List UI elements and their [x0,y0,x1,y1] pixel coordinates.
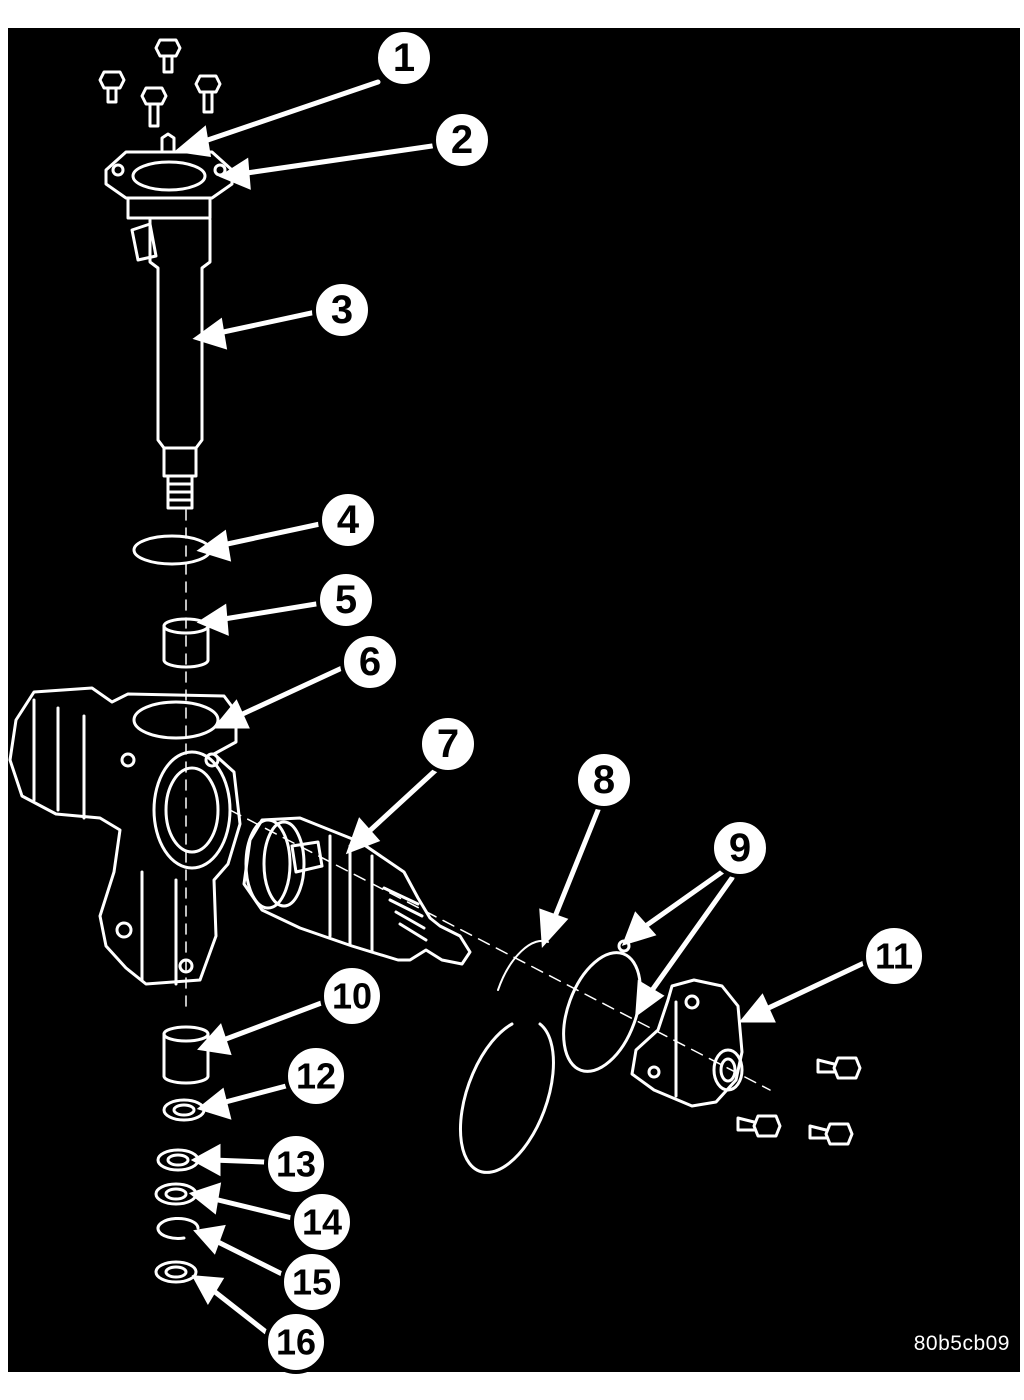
callout-4-label: 4 [337,498,360,542]
arrowhead [192,317,228,350]
arrowhead [174,125,212,157]
input-shaft [148,218,212,510]
valve-cap [104,132,234,262]
leader-arrow-1 [193,79,381,147]
callout-10-label: 10 [332,976,372,1017]
arrowhead [212,699,250,729]
callout-3-label: 3 [331,288,353,332]
leader-arrow-13 [209,1157,267,1165]
bolt [736,1114,782,1138]
callout-13-label: 13 [276,1144,316,1185]
callout-1-label: 1 [393,36,415,80]
top-bolts [98,38,222,128]
callout-2: 2 [432,110,492,170]
callout-11-label: 11 [875,936,913,977]
callout-5: 5 [316,570,376,630]
callout-12-label: 12 [296,1056,336,1097]
bolt [154,38,182,74]
callout-4: 4 [318,490,378,550]
retaining-ring-15 [156,1216,200,1240]
arrowhead [738,993,776,1023]
arrowhead [196,529,232,562]
arrowhead [635,979,665,1018]
leader-arrow-5 [215,601,319,623]
callout-15: 15 [280,1250,344,1314]
leader-arrow-8 [549,807,601,927]
bolt [194,74,222,114]
leader-arrow-11 [757,959,869,1015]
bolt [816,1056,862,1080]
callout-2-label: 2 [451,118,473,162]
arrowhead [197,1023,232,1056]
end-cap-11 [630,978,744,1108]
leader-arrow-4 [215,521,323,549]
dust-seal-16 [154,1260,198,1284]
callout-12: 12 [284,1044,348,1108]
leader-arrows [174,79,869,1335]
figure-code: 80b5cb09 [913,1332,1010,1355]
callout-1: 1 [374,28,434,88]
leader-arrow-16 [207,1285,269,1335]
arrowhead [196,1087,232,1120]
arrowhead [188,1182,222,1215]
callout-15-label: 15 [292,1262,332,1303]
leader-arrow-10 [215,999,327,1045]
callout-group: 1 2 3 4 5 6 7 8 9 10 11 12 13 14 15 16 [264,28,926,1374]
callout-16-label: 16 [276,1322,316,1363]
arrowhead [345,817,381,855]
leader-arrow-15 [211,1237,289,1279]
bolt [808,1122,854,1146]
snap-ring-8 [458,1022,555,1174]
arrowhead [190,1143,221,1177]
bolt [140,86,168,128]
callout-5-label: 5 [335,578,357,622]
figure-background [8,28,1020,1372]
callout-6: 6 [340,632,400,692]
callout-11: 11 [862,924,926,988]
leader-arrow-12 [215,1083,289,1107]
large-o-ring-9 [562,951,642,1073]
leader-arrow-3 [211,309,319,337]
callout-7: 7 [418,714,478,774]
arrowhead [621,911,657,946]
leader-arrow-14 [207,1195,295,1221]
leader-arrow-7 [361,765,441,839]
callout-8: 8 [574,750,634,810]
bushing-10 [162,1025,210,1085]
callout-14: 14 [290,1190,354,1254]
rack-piston [242,816,472,966]
callout-14-label: 14 [302,1202,342,1243]
leader-arrow-2 [237,143,435,177]
callout-8-label: 8 [593,758,615,802]
bolt [98,70,126,104]
callout-16: 16 [264,1310,328,1374]
callout-3: 3 [312,280,372,340]
arrowhead [193,1224,226,1255]
arrowhead [196,603,229,636]
end-cap-bolts [736,1056,862,1146]
callout-9: 9 [710,818,770,878]
callout-9-label: 9 [729,826,751,870]
arrowhead [218,157,251,190]
leader-arrow-6 [231,665,345,721]
callout-7-label: 7 [437,722,459,766]
leader-arrow-9a [637,869,725,933]
callout-10: 10 [320,964,384,1028]
callout-13: 13 [264,1132,328,1196]
arrowhead [539,908,569,949]
arrowhead [191,1275,225,1306]
callout-6-label: 6 [359,640,381,684]
leader-arrow-9b [645,875,735,999]
